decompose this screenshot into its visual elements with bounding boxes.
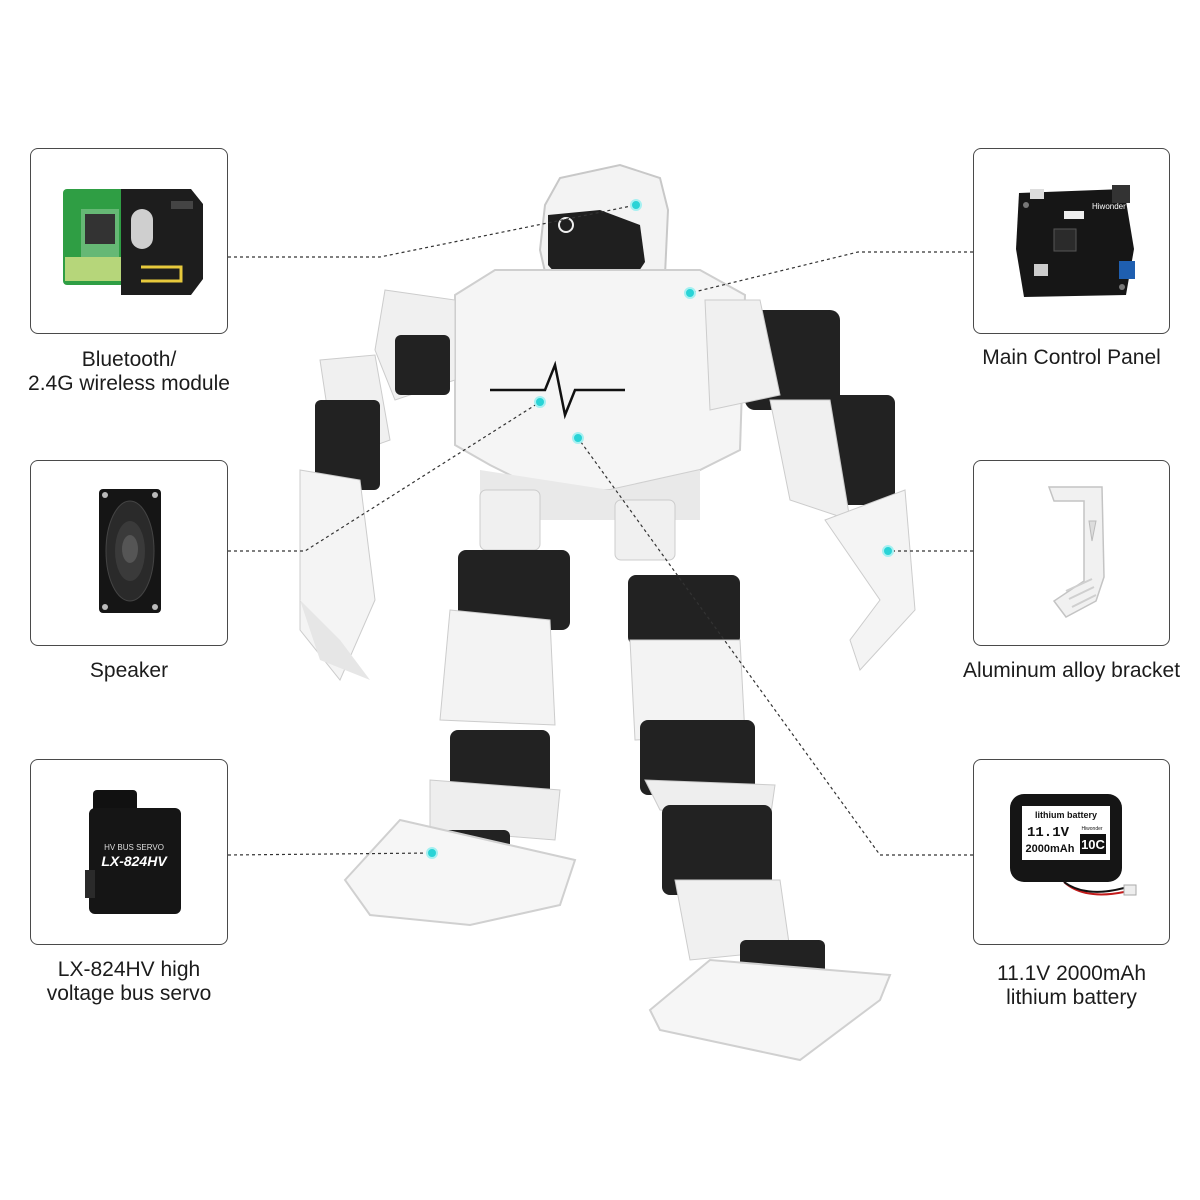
bluetooth-module-box: [30, 148, 228, 334]
servo-caption: LX-824HV high voltage bus servo: [0, 958, 258, 1006]
battery-box: lithium battery 11.1V 2000mAh Hiwonder 1…: [973, 759, 1170, 945]
control-panel-caption-line1: Main Control Panel: [982, 346, 1161, 369]
speaker-marker-dot: [534, 396, 546, 408]
battery-caption-line1: 11.1V 2000mAh: [996, 962, 1147, 985]
servo-caption-line2: voltage bus servo: [46, 982, 212, 1005]
control-marker-dot: [684, 287, 696, 299]
bluetooth-callout-line: [228, 204, 637, 258]
servo-label-model: LX-824HV: [101, 853, 168, 869]
speaker-callout-line: [228, 401, 541, 552]
battery-label-capacity: 2000mAh: [1026, 843, 1075, 855]
robot-left-leg: [343, 489, 577, 927]
bracket-marker-dot: [882, 545, 894, 557]
bracket-box: [973, 460, 1170, 646]
bluetooth-caption-line2: 2.4G wireless module: [28, 372, 230, 395]
speaker-caption: Speaker: [0, 659, 258, 683]
control-panel-caption: Main Control Panel: [943, 346, 1200, 370]
robot-right-arm: [704, 299, 916, 671]
bracket-caption-line1: Aluminum alloy bracket: [962, 659, 1181, 682]
bracket-caption: Aluminum alloy bracket: [943, 659, 1200, 683]
bluetooth-caption: Bluetooth/ 2.4G wireless module: [0, 348, 258, 396]
battery-label-brand: Hiwonder: [1081, 826, 1102, 832]
battery-callout-line: [577, 437, 973, 856]
servo-callout-line: [227, 852, 433, 856]
servo-label-top: HV BUS SERVO: [104, 843, 164, 852]
speaker-caption-line1: Speaker: [89, 659, 169, 682]
control-board-brand: Hiwonder: [1092, 202, 1126, 211]
control-panel-box: Hiwonder: [973, 148, 1170, 334]
battery-caption: 11.1V 2000mAh lithium battery: [943, 962, 1200, 1010]
bracket-icon: [1047, 486, 1105, 618]
control-board-icon: Hiwonder: [1016, 185, 1135, 297]
battery-icon: lithium battery 11.1V 2000mAh Hiwonder 1…: [1010, 794, 1137, 896]
battery-caption-line2: lithium battery: [1006, 986, 1137, 1009]
speaker-icon: [99, 489, 161, 613]
speaker-box: [30, 460, 228, 646]
bluetooth-marker-dot: [630, 199, 642, 211]
servo-icon: HV BUS SERVO LX-824HV: [85, 790, 181, 914]
servo-box: HV BUS SERVO LX-824HV: [30, 759, 228, 945]
servo-marker-dot: [426, 847, 438, 859]
wireless-module-icon: [63, 189, 203, 295]
robot-right-leg: [614, 499, 892, 1062]
battery-label-rate: 10C: [1081, 837, 1105, 852]
battery-label-title: lithium battery: [1035, 810, 1097, 820]
bluetooth-caption-line1: Bluetooth/: [81, 348, 177, 371]
control-callout-line: [689, 251, 973, 294]
servo-caption-line1: LX-824HV high: [57, 958, 201, 981]
battery-label-voltage: 11.1V: [1027, 825, 1070, 841]
robot-left-arm: [299, 289, 456, 681]
battery-marker-dot: [572, 432, 584, 444]
